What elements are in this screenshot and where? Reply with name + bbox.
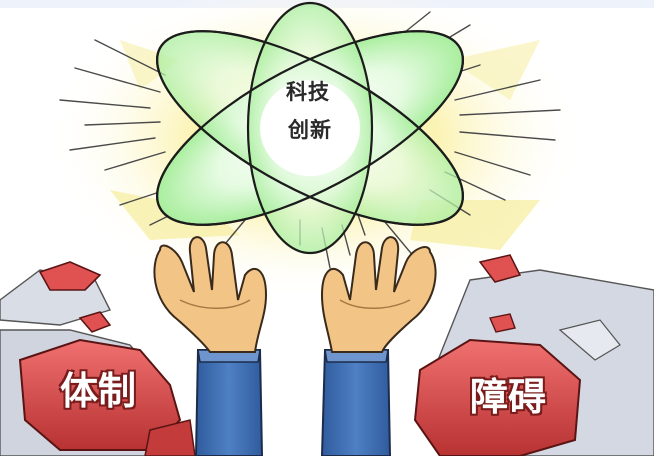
atom-icon [156,1,464,255]
radiating-lines [59,11,561,269]
right-hand [320,236,437,456]
left-rock-label: 体制 [60,369,137,413]
right-rock-pile [413,254,654,456]
left-rock-pile [0,261,196,456]
center-label-line1: 科技 [286,80,330,104]
center-label-line2: 创新 [288,118,332,142]
right-rock-label: 障碍 [470,375,547,419]
left-hand [153,236,268,456]
